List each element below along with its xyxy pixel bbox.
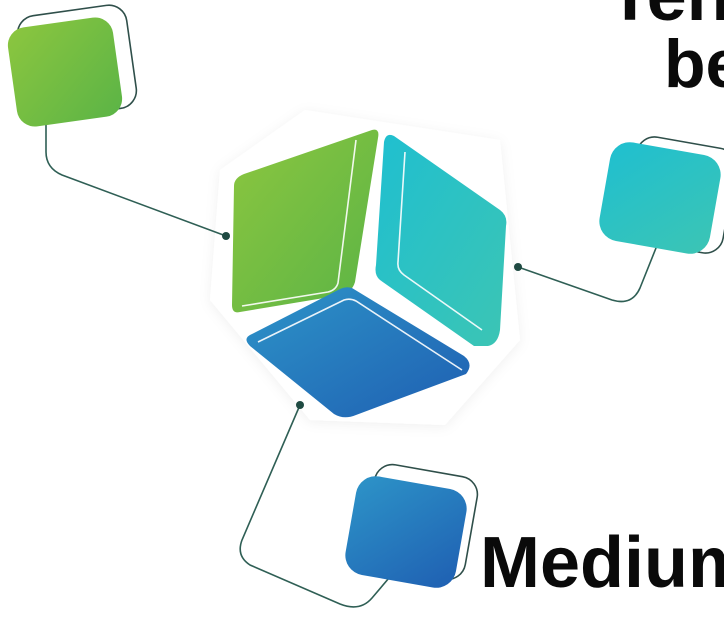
connector-dot-teal <box>514 263 522 271</box>
cube-face-blue <box>246 287 470 418</box>
connector-bottom <box>239 404 401 608</box>
connector-dot-blue <box>296 401 304 409</box>
green-icon-box <box>7 4 138 127</box>
connector-right <box>517 237 661 303</box>
heading-bottom-text: Medium <box>480 523 724 603</box>
cube-face-green <box>232 129 379 313</box>
heading-middle-text: be <box>664 26 724 102</box>
teal-icon-box <box>599 136 724 254</box>
connector-dot-green <box>222 232 230 240</box>
connector-top-left <box>45 118 227 237</box>
cube-face-teal <box>375 134 507 346</box>
blue-icon-box <box>345 463 479 588</box>
heading-top-text: Ten <box>608 0 724 32</box>
